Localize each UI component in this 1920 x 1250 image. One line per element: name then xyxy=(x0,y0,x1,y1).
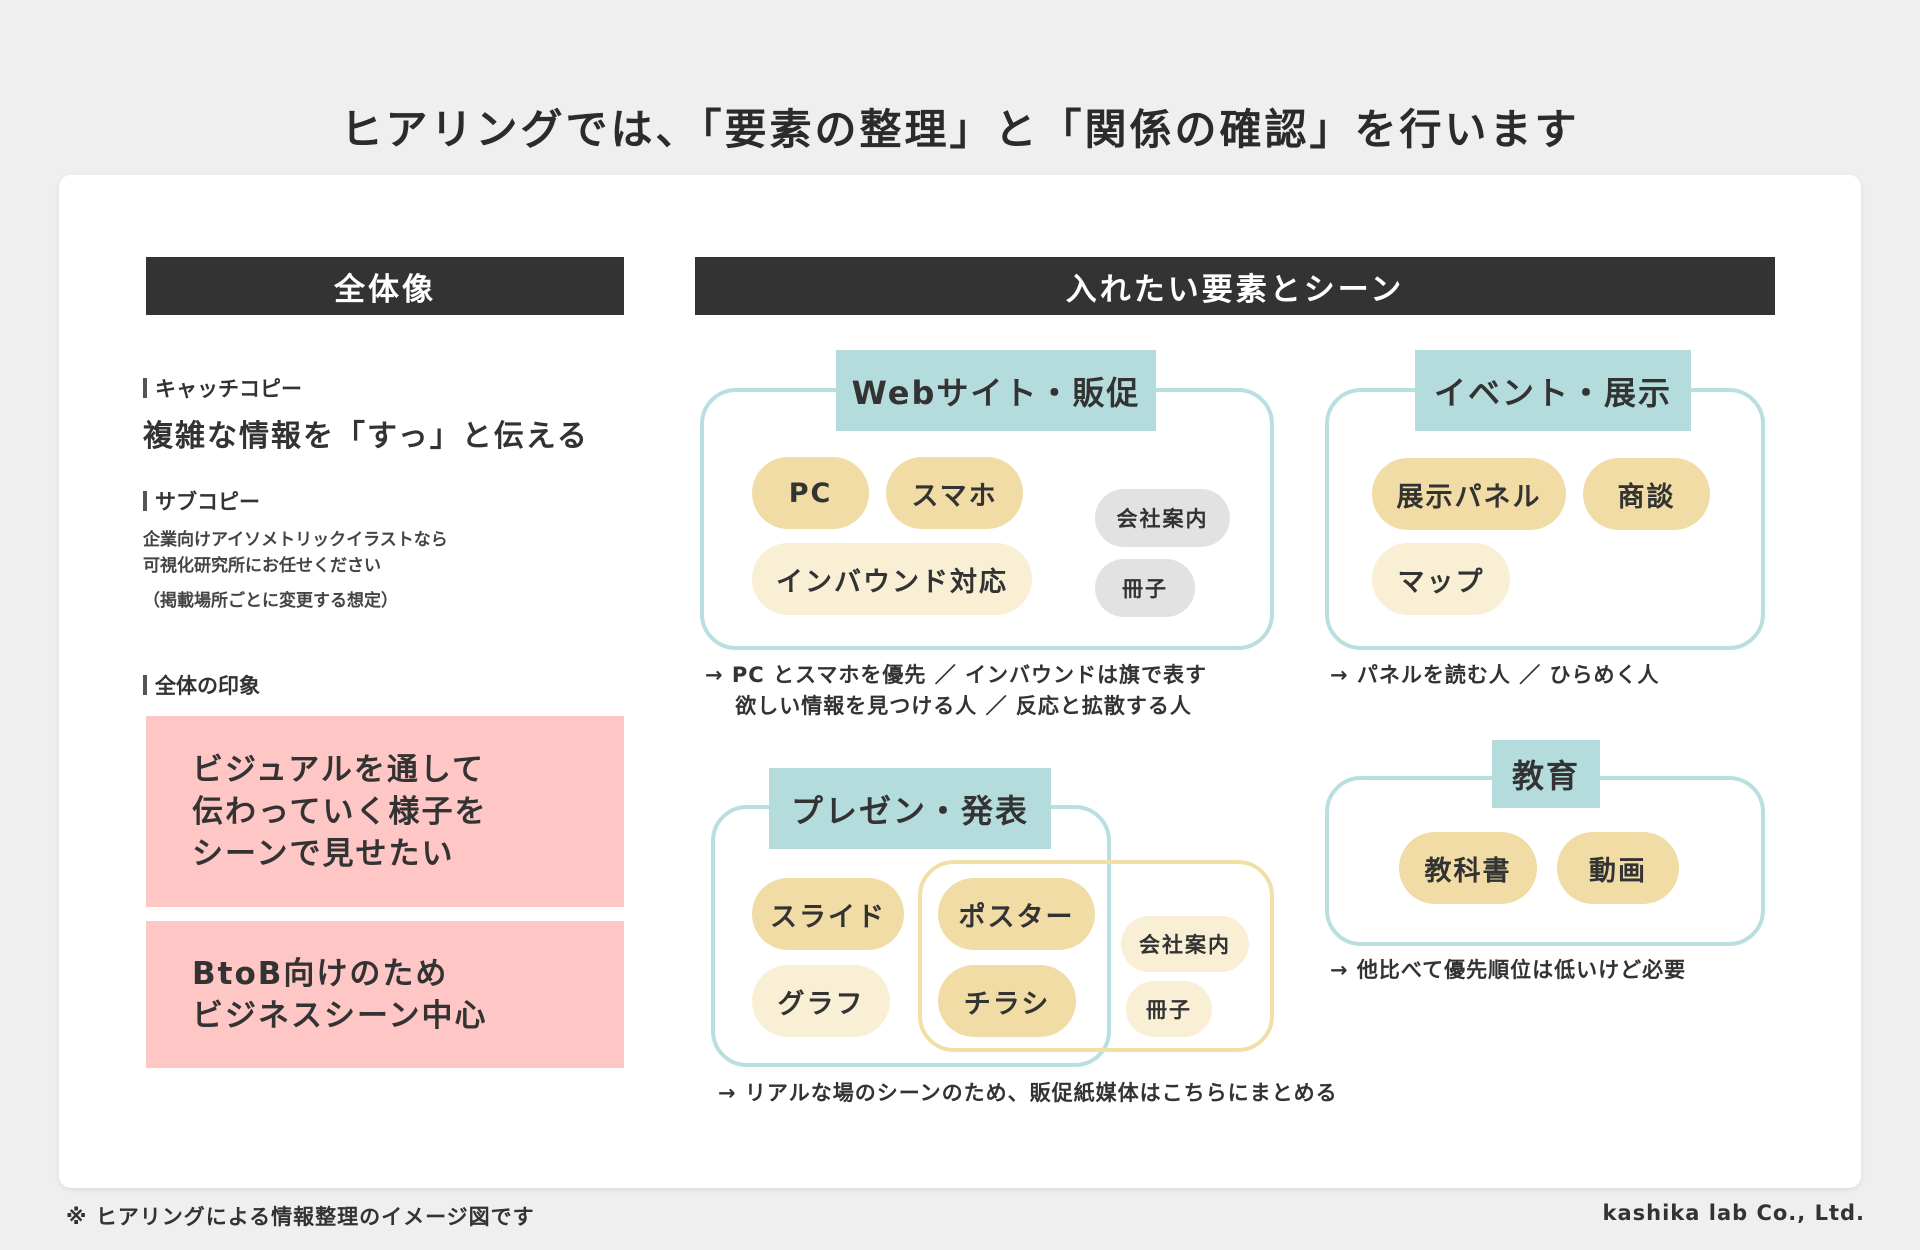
impression-line: ビジュアルを通して xyxy=(192,751,485,788)
elements-scenes-header: 入れたい要素とシーン xyxy=(695,257,1775,315)
pill-inbound: インバウンド対応 xyxy=(752,543,1032,615)
pill-company-guide-2: 会社案内 xyxy=(1121,916,1249,972)
web-note: → PC とスマホを優先 ／ インバウンドは旗で表す 欲しい情報を見つける人 ／… xyxy=(705,663,1208,718)
sub-copy-line-1: 企業向けアイソメトリックイラストなら xyxy=(143,530,448,550)
impression-line: BtoB向けのため xyxy=(192,955,449,992)
pill-business-talk: 商談 xyxy=(1583,458,1710,530)
impression-line: ビジネスシーン中心 xyxy=(192,997,488,1034)
sub-copy-label: サブコピー xyxy=(143,486,260,516)
pill-video: 動画 xyxy=(1557,832,1679,904)
pill-smartphone: スマホ xyxy=(886,457,1023,529)
web-group-title: Webサイト・販促 xyxy=(836,350,1156,431)
impression-line: シーンで見せたい xyxy=(192,835,455,872)
pill-textbook: 教科書 xyxy=(1399,832,1537,904)
pill-booklet-2: 冊子 xyxy=(1126,981,1212,1037)
print-media-frame xyxy=(918,860,1274,1052)
sub-copy-note: （掲載場所ごとに変更する想定） xyxy=(143,591,398,611)
footer-note: ※ ヒアリングによる情報整理のイメージ図です xyxy=(66,1205,535,1229)
impression-box-btob: BtoB向けのため ビジネスシーン中心 xyxy=(146,921,624,1068)
pill-graph: グラフ xyxy=(752,965,890,1037)
impression-box-visual: ビジュアルを通して 伝わっていく様子を シーンで見せたい xyxy=(146,716,624,907)
event-note: → パネルを読む人 ／ ひらめく人 xyxy=(1330,663,1660,687)
footer-company: kashika lab Co., Ltd. xyxy=(1602,1201,1865,1225)
sub-copy-line-2: 可視化研究所にお任せください xyxy=(143,556,381,576)
impression-line: 伝わっていく様子を xyxy=(192,793,488,830)
pill-poster: ポスター xyxy=(938,878,1095,950)
pill-exhibit-panel: 展示パネル xyxy=(1372,458,1566,530)
presen-note: → リアルな場のシーンのため、販促紙媒体はこちらにまとめる xyxy=(718,1081,1338,1105)
pill-slides: スライド xyxy=(752,878,904,950)
page-title: ヒアリングでは、「要素の整理」と「関係の確認」を行います xyxy=(340,105,1580,154)
edu-note: → 他比べて優先順位は低いけど必要 xyxy=(1330,958,1687,982)
overview-header: 全体像 xyxy=(146,257,624,315)
impression-label: 全体の印象 xyxy=(143,670,260,700)
presen-group-title: プレゼン・発表 xyxy=(769,768,1051,849)
pill-map: マップ xyxy=(1372,543,1510,615)
catch-copy-text: 複雑な情報を「すっ」と伝える xyxy=(143,419,589,454)
event-group-title: イベント・展示 xyxy=(1415,350,1691,431)
pill-company-guide: 会社案内 xyxy=(1095,489,1230,547)
pill-flyer: チラシ xyxy=(938,965,1076,1037)
edu-group-title: 教育 xyxy=(1492,740,1600,808)
pill-pc: PC xyxy=(752,457,869,529)
pill-booklet: 冊子 xyxy=(1095,559,1195,617)
catch-copy-label: キャッチコピー xyxy=(143,373,302,403)
